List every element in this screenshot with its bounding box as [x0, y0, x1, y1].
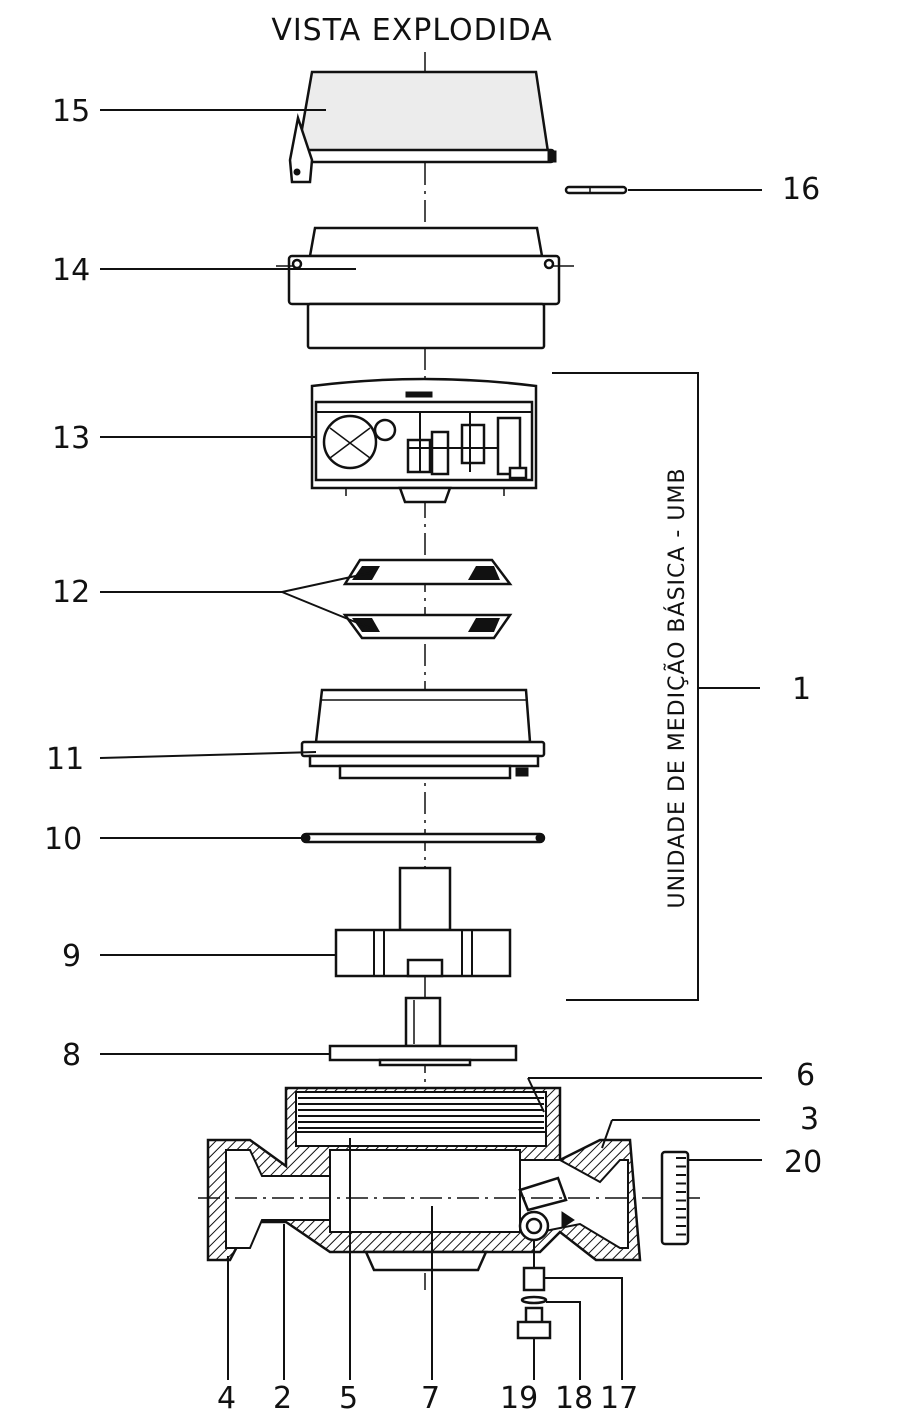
callout-12: 12	[52, 575, 90, 610]
callout-6: 6	[796, 1058, 815, 1093]
part-20-cap	[660, 1150, 690, 1246]
callout-19: 19	[500, 1381, 538, 1416]
part-9-impeller	[334, 866, 512, 978]
part-10-o-ring	[300, 832, 546, 844]
leader-lines	[99, 109, 762, 1380]
callout-14: 14	[52, 253, 90, 288]
callout-numbers: 15 16 14 13 12 1 11 10 9 8 6 3 20 4 2 5 …	[44, 94, 822, 1416]
callout-4: 4	[217, 1381, 236, 1416]
part-15-lid	[288, 70, 557, 184]
callout-17: 17	[600, 1381, 638, 1416]
callout-9: 9	[62, 939, 81, 974]
part-18-washer	[520, 1295, 548, 1305]
callout-11: 11	[46, 742, 84, 777]
part-14-threaded-ring	[276, 226, 574, 350]
callout-3: 3	[800, 1102, 819, 1137]
callout-5: 5	[339, 1381, 358, 1416]
callout-20: 20	[784, 1145, 822, 1180]
umb-bracket: UNIDADE DE MEDIÇÃO BÁSICA - UMB	[552, 372, 760, 1001]
umb-group-label: UNIDADE DE MEDIÇÃO BÁSICA - UMB	[663, 467, 690, 908]
callout-18: 18	[555, 1381, 593, 1416]
meter-body	[206, 1086, 642, 1272]
callout-1: 1	[792, 672, 811, 707]
callout-8: 8	[62, 1038, 81, 1073]
part-11-chamber	[300, 688, 546, 780]
callout-13: 13	[52, 421, 90, 456]
callout-7: 7	[421, 1381, 440, 1416]
callout-2: 2	[273, 1381, 292, 1416]
part-16-seal-pin	[564, 185, 628, 195]
part-13-register	[310, 377, 538, 504]
part-12-wedge-rings	[342, 558, 513, 640]
diagram-title: VISTA EXPLODIDA	[271, 13, 552, 48]
callout-10: 10	[44, 822, 82, 857]
part-8-disc	[328, 996, 518, 1067]
callout-16: 16	[782, 172, 820, 207]
callout-15: 15	[52, 94, 90, 129]
